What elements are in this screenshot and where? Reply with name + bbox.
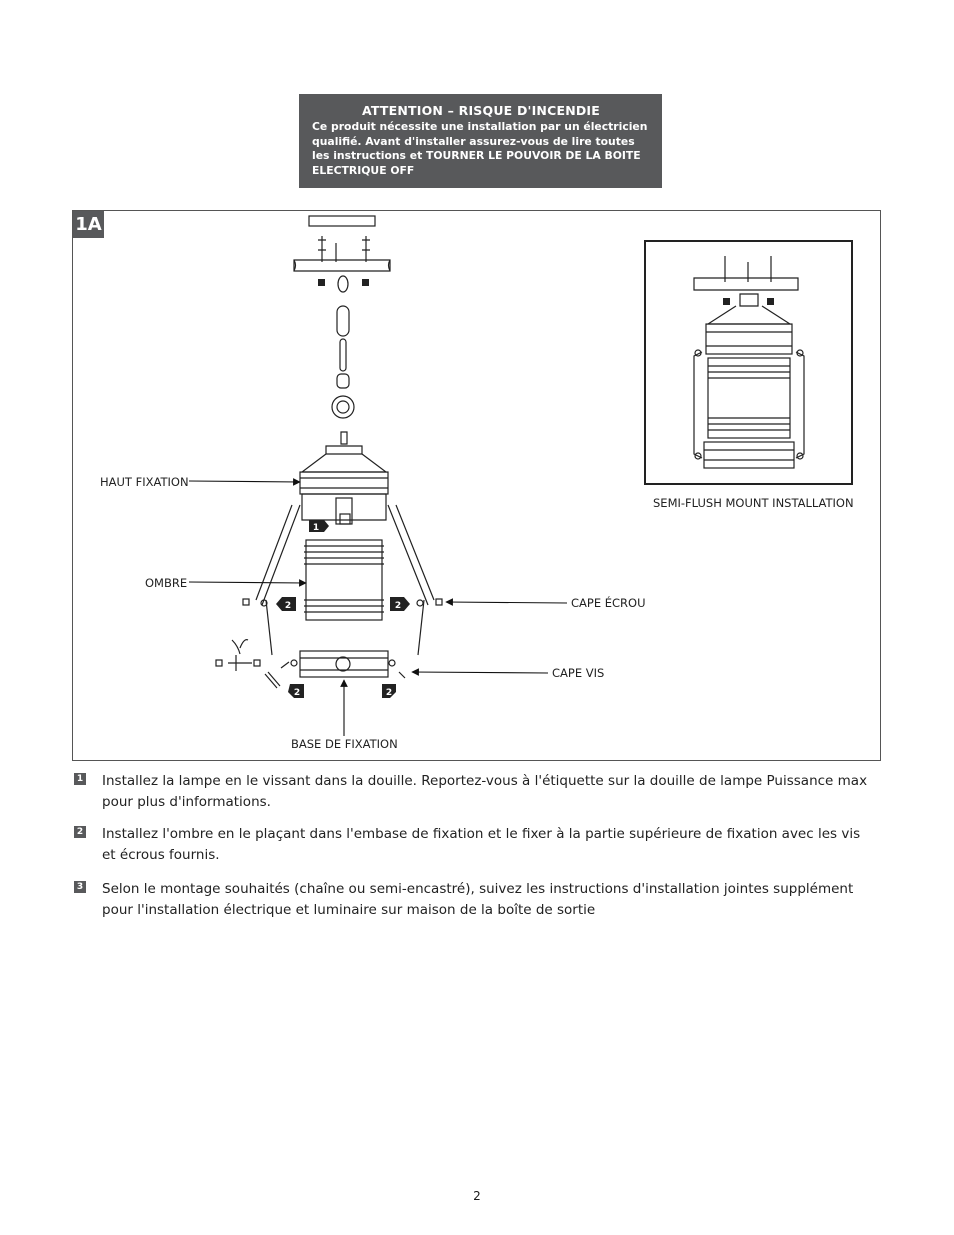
label-ombre: OMBRE: [145, 576, 188, 590]
arrow-ombre: [188, 579, 307, 587]
step-number: 1: [74, 773, 86, 785]
arrow-cape-ecrou: [445, 598, 568, 606]
callout-2-bottom-left-label: 2: [294, 688, 300, 698]
glass-shade: [304, 539, 384, 621]
instruction-step-1: 1 Installez la lampe en le vissant dans …: [74, 771, 874, 812]
instruction-step-3: 3 Selon le montage souhaités (chaîne ou …: [74, 879, 874, 920]
label-semi-flush-mount: SEMI-FLUSH MOUNT INSTALLATION: [653, 496, 854, 510]
page-number: 2: [473, 1189, 481, 1203]
figure-tag: 1A: [73, 211, 104, 238]
base-fixture-part: [299, 650, 389, 678]
callout-2-left-shape: [276, 597, 296, 611]
figure-1a-frame: 1A: [72, 210, 881, 761]
callout-2-bottom-right-label: 2: [386, 688, 392, 698]
callout-1-shape: [309, 520, 329, 532]
left-cap-nut: [242, 598, 250, 606]
callout-2-bottom-left-shape: [288, 684, 304, 698]
mounting-plate: [293, 259, 391, 272]
semi-flush-inset-frame: [644, 240, 853, 485]
step-text: Installez l'ombre en le plaçant dans l'e…: [102, 826, 861, 863]
right-cap-nut: [435, 598, 443, 606]
step-number: 2: [74, 826, 86, 838]
arrow-cape-vis: [411, 668, 549, 676]
top-fixture-part: [299, 431, 389, 525]
callout-1-label: 1: [313, 523, 319, 533]
callout-2-right-label: 2: [395, 601, 401, 611]
label-haut-fixation: HAUT FIXATION: [100, 475, 189, 489]
ceiling-box: [308, 215, 376, 227]
hanging-chain: [331, 275, 355, 419]
label-base-de-fixation: BASE DE FIXATION: [291, 737, 398, 751]
callout-2-right-shape: [390, 597, 410, 611]
bulb-socket-detail: [228, 639, 252, 671]
left-bracket: [255, 504, 301, 606]
callout-2-bottom-right-shape: [382, 684, 396, 698]
arrow-haut-fixation: [188, 478, 301, 486]
step-number: 3: [74, 881, 86, 893]
label-cape-ecrou: CAPE ÉCROU: [571, 596, 646, 610]
callout-2-left-label: 2: [285, 601, 291, 611]
instruction-step-2: 2 Installez l'ombre en le plaçant dans l…: [74, 824, 874, 865]
step-text: Selon le montage souhaités (chaîne ou se…: [102, 881, 854, 918]
warning-title: ATTENTION – RISQUE D'INCENDIE: [361, 103, 601, 118]
semi-flush-fixture-drawing: [693, 256, 805, 469]
step-text: Installez la lampe en le vissant dans la…: [102, 773, 868, 810]
label-cape-vis: CAPE VIS: [552, 666, 605, 680]
fire-warning-box: ATTENTION – RISQUE D'INCENDIE Ce produit…: [299, 94, 662, 188]
right-bracket: [387, 504, 435, 606]
warning-body: Ce produit nécessite une installation pa…: [312, 120, 648, 177]
